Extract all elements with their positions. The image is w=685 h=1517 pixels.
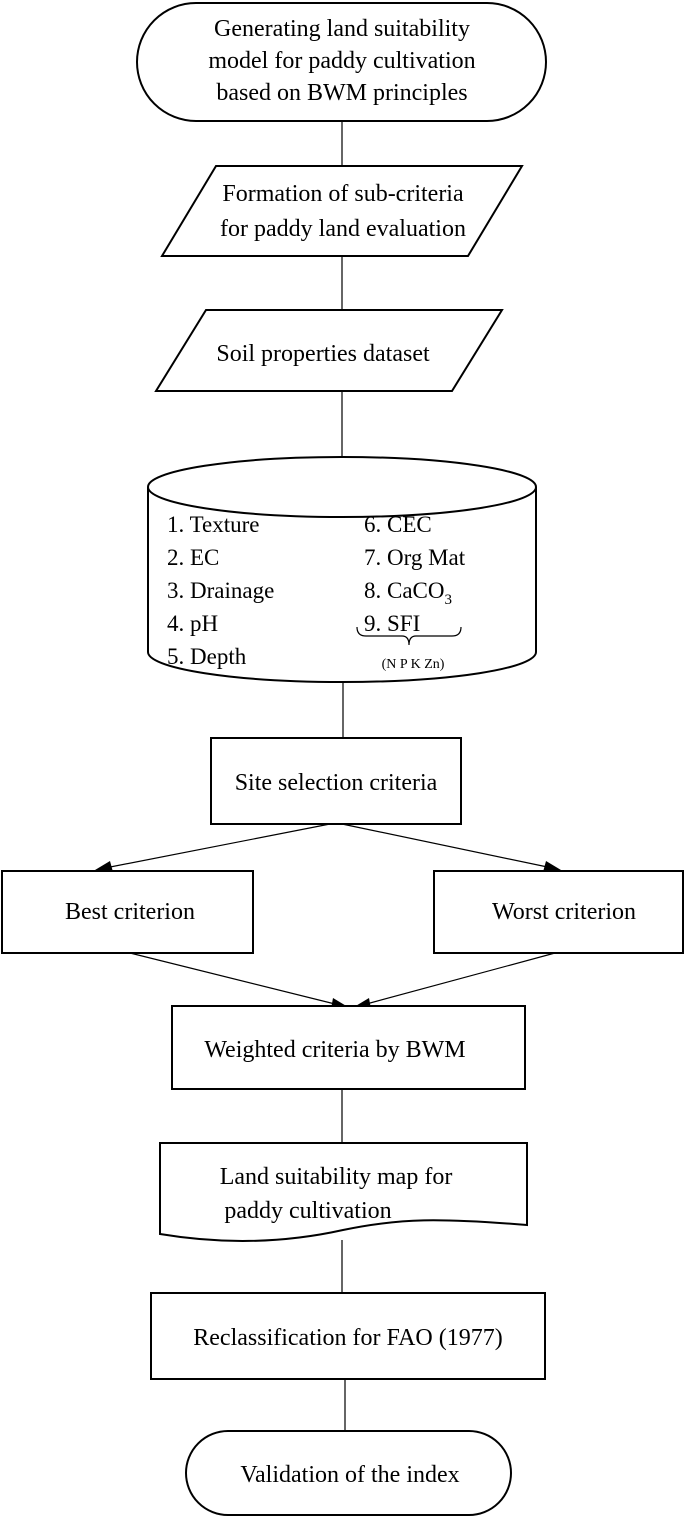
worst-criterion-label: Worst criterion [492,899,636,925]
criterion-ec: 2. EC [167,545,219,570]
arrowhead-to-best [95,861,113,872]
criterion-cec: 6. CEC [364,512,432,537]
caco3-text: 8. CaCO [364,578,445,603]
weighted-criteria-label: Weighted criteria by BWM [204,1037,465,1063]
connector-site-to-worst [341,823,558,870]
weighted-criteria-box [171,1005,526,1090]
worst-criterion-box [433,870,684,954]
start-line-1: Generating land suitability [214,16,470,42]
site-selection-label: Site selection criteria [235,770,438,796]
criterion-ph: 4. pH [167,611,218,636]
caco3-subscript: 3 [445,592,453,608]
connector-worst-to-weighted [358,952,556,1007]
arrowhead-to-worst [543,861,561,872]
reclassification-box [150,1292,546,1380]
criterion-caco3: 8. CaCO3 [364,578,452,608]
suitability-map-document [159,1142,528,1243]
best-criterion-label: Best criterion [65,899,195,925]
end-label: Validation of the index [240,1462,459,1488]
start-line-3: based on BWM principles [216,80,467,106]
cylinder-top-rim [147,486,537,518]
start-line-2: model for paddy cultivation [208,48,475,74]
map-line-1: Land suitability map for [220,1164,453,1190]
dataset-input-shape [154,309,504,392]
end-terminator [185,1430,512,1516]
criterion-drainage: 3. Drainage [167,578,274,603]
subcriteria-line-2: for paddy land evaluation [220,216,466,242]
criterion-texture: 1. Texture [167,512,260,537]
subcriteria-line-1: Formation of sub-criteria [222,181,464,207]
start-terminator [136,2,547,122]
sfi-brace [356,626,462,646]
subcriteria-input-shape [160,165,524,257]
criterion-sfi: 9. SFI [364,611,420,636]
sfi-nutrients: (N P K Zn) [382,657,445,672]
connector-best-to-weighted [129,952,344,1007]
connector-site-to-best [99,823,331,870]
criterion-depth: 5. Depth [167,644,247,669]
map-line-2: paddy cultivation [224,1198,391,1224]
criterion-org-mat: 7. Org Mat [364,545,466,570]
best-criterion-box [1,870,254,954]
reclassification-label: Reclassification for FAO (1977) [193,1325,502,1351]
site-selection-box [210,737,462,825]
dataset-label: Soil properties dataset [216,341,430,367]
